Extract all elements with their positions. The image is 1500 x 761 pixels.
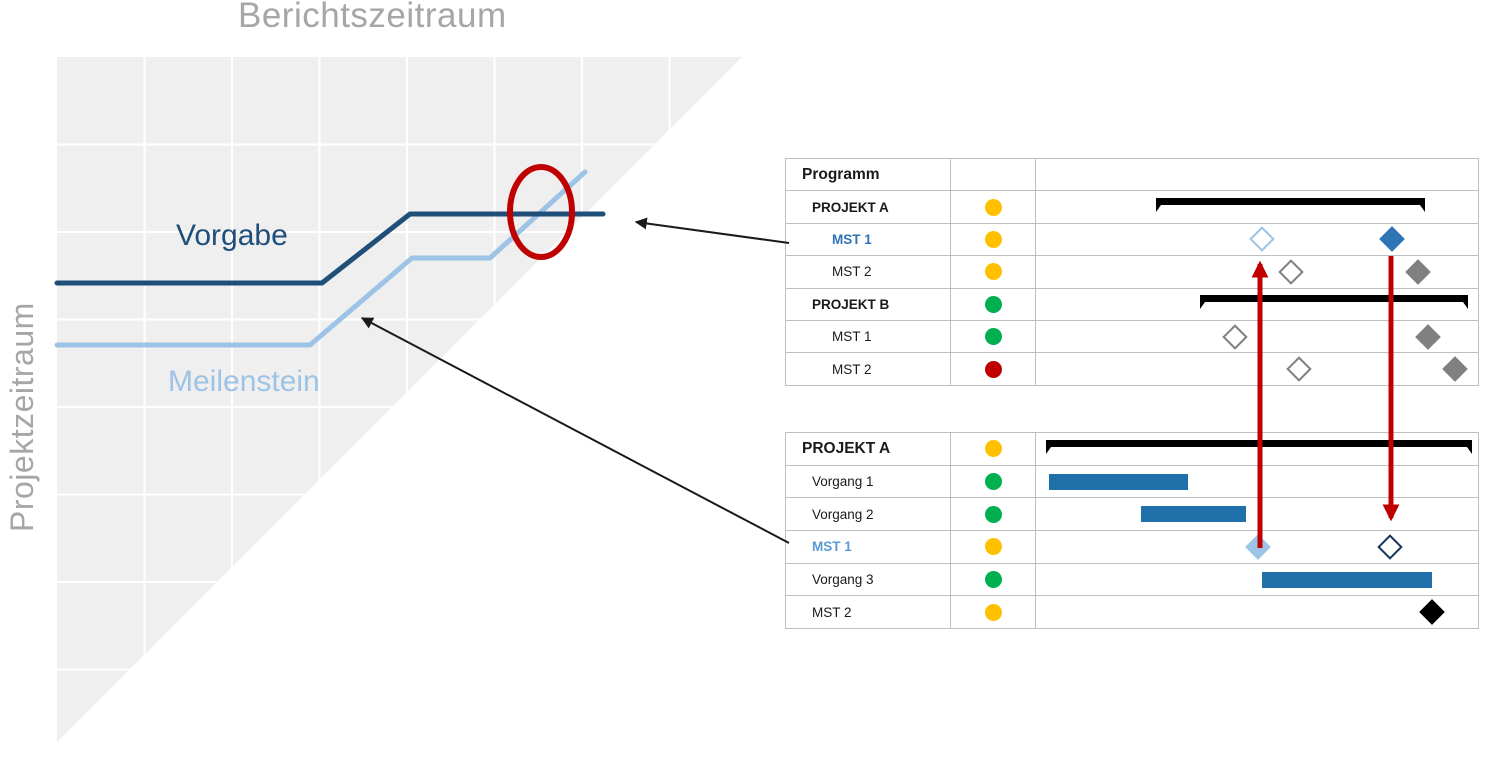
- status-cell: [951, 596, 1036, 630]
- milestone-diamond: [1415, 323, 1441, 350]
- mta-triangle-background: [57, 57, 742, 742]
- gantt-cell: [1036, 288, 1479, 321]
- status-cell: [951, 223, 1036, 257]
- gantt-task-bar: [1048, 473, 1189, 490]
- milestone-diamond: [1379, 226, 1405, 253]
- row-label: MST 2: [786, 256, 951, 289]
- milestone-diamond: [1285, 356, 1312, 382]
- status-dot-green: [984, 295, 1002, 313]
- row-label: Vorgang 3: [786, 563, 951, 597]
- status-dot-red: [984, 360, 1002, 378]
- status-cell: [951, 433, 1036, 466]
- table-row: Vorgang 1: [786, 465, 1479, 499]
- table-row: Programm: [786, 159, 1479, 192]
- table-row: MST 2: [786, 353, 1479, 386]
- gantt-summary-bar: [1155, 198, 1426, 213]
- highlight-ellipse: [507, 164, 575, 260]
- status-dot-green: [984, 571, 1002, 589]
- table-row: MST 1: [786, 320, 1479, 354]
- status-cell: [951, 465, 1036, 499]
- status-cell: [951, 256, 1036, 289]
- gantt-task-bar: [1262, 571, 1433, 588]
- status-dot-yellow: [984, 230, 1002, 248]
- grid-lines: [57, 57, 742, 742]
- row-label: Vorgang 2: [786, 498, 951, 532]
- status-cell: [951, 498, 1036, 532]
- status-dot-yellow: [984, 263, 1002, 281]
- row-label: MST 1: [786, 320, 951, 354]
- milestone-diamond: [1405, 259, 1432, 285]
- pointer-arrow-to-meilenstein-line: [360, 317, 790, 544]
- gantt-cell: [1036, 563, 1479, 597]
- table-row: Vorgang 3: [786, 563, 1479, 597]
- row-label: MST 1: [786, 223, 951, 257]
- gantt-cell: [1036, 223, 1479, 257]
- row-label: MST 2: [786, 596, 951, 630]
- gantt-cell: [1036, 498, 1479, 532]
- table-row: Vorgang 2: [786, 498, 1479, 532]
- gantt-cell: [1036, 256, 1479, 289]
- table-row: PROJEKT A: [786, 191, 1479, 224]
- table-row: PROJEKT B: [786, 288, 1479, 321]
- milestone-diamond: [1277, 259, 1304, 285]
- vorgabe-trend-line: [54, 211, 606, 286]
- status-dot-green: [984, 328, 1002, 346]
- x-axis-title: Berichtszeitraum: [238, 0, 507, 35]
- status-cell: [951, 531, 1036, 564]
- status-dot-green: [984, 473, 1002, 491]
- status-cell: [951, 563, 1036, 597]
- row-label: PROJEKT A: [786, 433, 951, 466]
- gantt-cell: [1036, 433, 1479, 466]
- table-row: PROJEKT A: [786, 433, 1479, 466]
- status-dot-yellow: [984, 198, 1002, 216]
- row-label: MST 1: [786, 531, 951, 564]
- gantt-summary-bar: [1200, 295, 1469, 310]
- row-label: MST 2: [786, 353, 951, 386]
- milestone-diamond: [1377, 534, 1403, 560]
- milestone-diamond: [1222, 323, 1249, 350]
- status-dot-yellow: [984, 440, 1002, 458]
- table-row: MST 2: [786, 596, 1479, 630]
- status-cell: [951, 159, 1036, 192]
- gantt-cell: [1036, 191, 1479, 224]
- y-axis-title: Projektzeitraum: [4, 302, 40, 532]
- gantt-summary-bar: [1046, 439, 1472, 454]
- status-dot-green: [984, 505, 1002, 523]
- meilenstein-trend-line: [54, 169, 588, 348]
- milestone-diamond: [1245, 534, 1272, 560]
- gantt-cell: [1036, 159, 1479, 192]
- row-label: Programm: [786, 159, 951, 192]
- status-cell: [951, 288, 1036, 321]
- vorgabe-label: Vorgabe: [176, 219, 288, 252]
- gantt-cell: [1036, 596, 1479, 630]
- status-cell: [951, 320, 1036, 354]
- gantt-cell: [1036, 465, 1479, 499]
- milestone-diamond: [1442, 356, 1468, 382]
- row-label: PROJEKT A: [786, 191, 951, 224]
- status-dot-yellow: [984, 603, 1002, 621]
- status-cell: [951, 353, 1036, 386]
- meilenstein-label: Meilenstein: [168, 365, 320, 398]
- table-row: MST 2: [786, 256, 1479, 289]
- table-row: MST 1: [786, 223, 1479, 257]
- table-row: MST 1: [786, 531, 1479, 564]
- gantt-task-bar: [1140, 506, 1246, 523]
- row-label: PROJEKT B: [786, 288, 951, 321]
- row-label: Vorgang 1: [786, 465, 951, 499]
- status-dot-yellow: [984, 538, 1002, 556]
- gantt-cell: [1036, 353, 1479, 386]
- gantt-cell: [1036, 531, 1479, 564]
- pointer-arrow-to-crossing: [634, 217, 790, 244]
- milestone-diamond: [1249, 226, 1276, 253]
- gantt-cell: [1036, 320, 1479, 354]
- status-cell: [951, 191, 1036, 224]
- milestone-diamond: [1419, 599, 1445, 626]
